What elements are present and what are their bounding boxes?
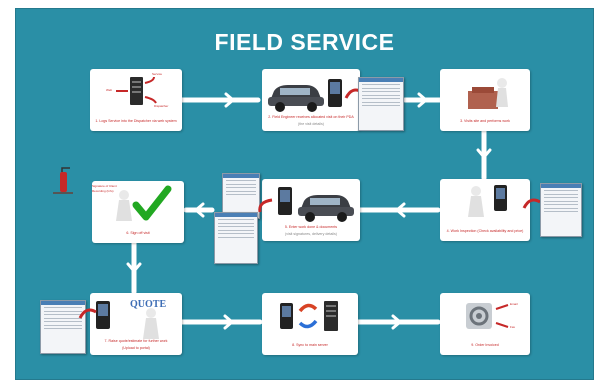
label-email: Email	[510, 302, 518, 306]
step-3-card: 3. Visits site and performs work	[440, 69, 530, 131]
curved-arrow-icon	[522, 198, 541, 209]
curved-arrow-icon	[78, 308, 97, 319]
arrowhead-2	[417, 92, 428, 108]
phone-icon	[328, 79, 342, 107]
step-4-caption: 4. Work Inspection (Check availability a…	[446, 228, 524, 233]
arrowhead-1	[224, 92, 235, 108]
pda-screenshot-4	[214, 212, 258, 264]
label-fax: Fax	[510, 325, 516, 329]
step-9-card: Email Fax 9. Order Invoiced	[440, 293, 530, 355]
label-signature: Signature of Client	[92, 184, 117, 188]
worker-icon	[143, 308, 159, 339]
pda-screenshot-3	[222, 173, 260, 219]
extinguisher-icon	[53, 167, 73, 194]
step-3-caption: 3. Visits site and performs work	[460, 118, 510, 123]
arrowhead-8	[391, 314, 402, 330]
label-recording: Recording (Info)	[92, 189, 114, 193]
curved-arrow-icon	[258, 198, 273, 213]
phone-icon	[96, 301, 110, 329]
step-6-caption: 6. Sign off visit	[126, 230, 150, 235]
pda-screenshot-5	[40, 300, 86, 354]
label-service: Service	[152, 72, 163, 76]
step-5-card: 5. Enter work done & documents (visit si…	[262, 179, 360, 241]
arrowhead-3	[476, 148, 492, 159]
step-5-caption: 5. Enter work done & documents	[284, 224, 338, 229]
step-2-card: 2. Field Engineer receives allocated vis…	[262, 69, 360, 131]
step-6-card: 6. Sign off visit	[92, 181, 184, 243]
step-7-sublabel: (Upload to portal)	[122, 345, 150, 350]
step-4-card: 4. Work Inspection (Check availability a…	[440, 179, 530, 241]
step-2-caption: 2. Field Engineer receives allocated vis…	[268, 114, 354, 119]
sync-icon	[280, 301, 338, 331]
server-icon	[116, 76, 157, 105]
pda-screenshot-2	[540, 183, 582, 237]
step-1-caption: 1. Logs Service into the Dispatcher via …	[95, 118, 177, 123]
email-icon	[466, 303, 509, 329]
step-7-card: QUOTE 7. Raise quote/estimate for furthe…	[90, 293, 182, 355]
step-7-caption: 7. Raise quote/estimate for further work	[104, 338, 168, 343]
step-9-caption: 9. Order Invoiced	[471, 342, 499, 347]
arrowhead-4	[395, 202, 406, 218]
quote-label: QUOTE	[130, 299, 167, 310]
car-icon	[298, 195, 354, 222]
car-icon	[268, 85, 324, 112]
step-2-sublabel: (the visit details)	[298, 121, 324, 126]
worker-icon	[468, 185, 507, 217]
arrowhead-5	[194, 202, 205, 218]
pda-screenshot-1	[358, 77, 404, 131]
arrowhead-6	[126, 262, 142, 273]
worker-icon	[468, 78, 508, 109]
label-dispatcher: Dispatcher	[154, 104, 169, 108]
diagram-title: FIELD SERVICE	[214, 29, 395, 55]
checkmark-icon	[116, 185, 172, 221]
arrowhead-7	[223, 314, 234, 330]
step-1-card: Web Service Dispatcher 1. Logs Service i…	[90, 69, 182, 131]
step-5-sublabel: (visit signatures, delivery details)	[285, 231, 337, 236]
phone-icon	[278, 187, 292, 215]
label-web: Web	[106, 88, 113, 92]
step-8-caption: 8. Sync to main server	[292, 342, 328, 347]
step-8-card: 8. Sync to main server	[262, 293, 358, 355]
